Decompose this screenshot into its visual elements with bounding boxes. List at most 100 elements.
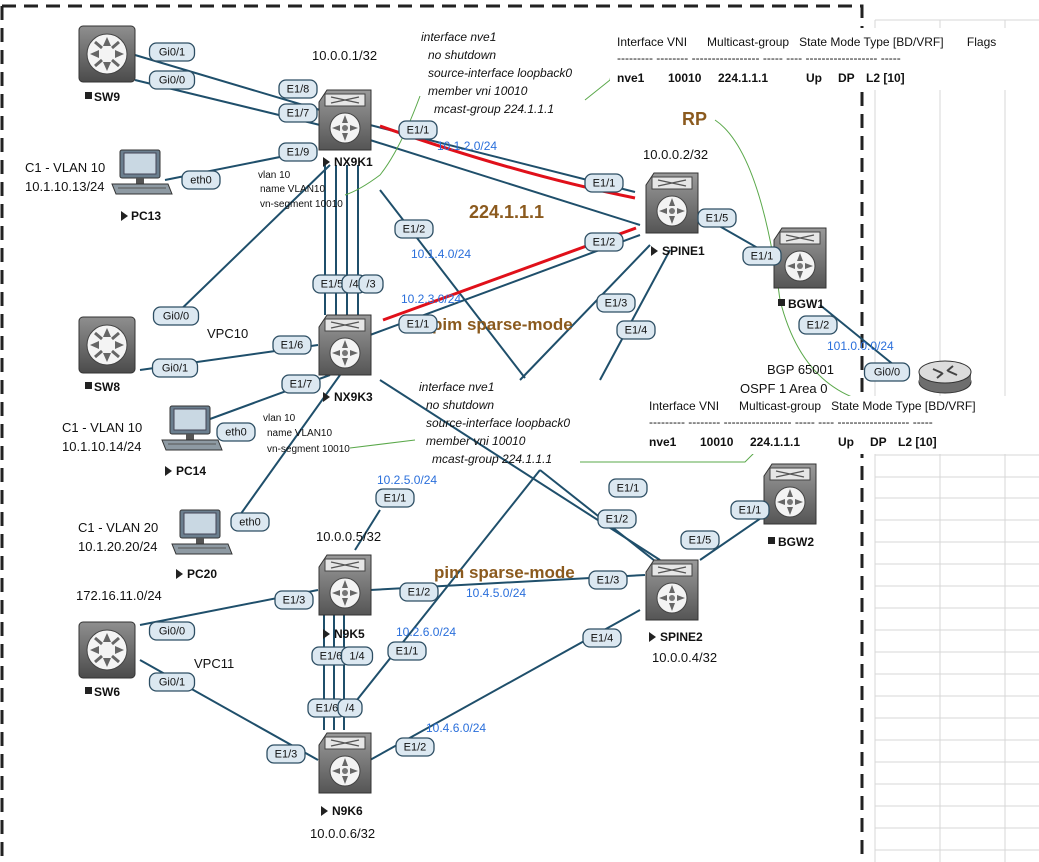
port-text: E1/2 bbox=[408, 587, 431, 599]
port-text: E1/1 bbox=[384, 493, 407, 505]
n9k6-marker bbox=[321, 806, 328, 816]
pc20-node[interactable] bbox=[171, 509, 233, 555]
port-text: E1/5 bbox=[706, 213, 729, 225]
bgw1-node[interactable] bbox=[773, 227, 827, 289]
port-label-nx9k3-e17: E1/7 bbox=[281, 374, 321, 394]
port-text: eth0 bbox=[190, 175, 211, 187]
spine2-label: SPINE2 bbox=[660, 630, 703, 644]
sw8-node[interactable] bbox=[77, 315, 137, 375]
port-text: E1/4 bbox=[591, 633, 614, 645]
nx9k3-nve-config: interface nve1 no shutdown source-interf… bbox=[419, 380, 570, 466]
port-label-sw8-gi01: Gi0/1 bbox=[151, 358, 199, 378]
port-label-rtr-gi00: Gi0/0 bbox=[863, 362, 911, 382]
port-text: E1/5 bbox=[689, 535, 712, 547]
port-label-nx9k1-e11: E1/1 bbox=[398, 120, 438, 140]
config-line: interface nve1 bbox=[419, 380, 494, 394]
nx9k3-node[interactable] bbox=[318, 314, 372, 376]
nve-table-bottom-bg bbox=[645, 396, 1039, 454]
pc13-vlan: C1 - VLAN 10 bbox=[25, 160, 105, 175]
port-text: 1/4 bbox=[349, 651, 364, 663]
nve-table-top-header: Interface VNI Multicast-group State Mode… bbox=[617, 35, 996, 49]
port-label-sw9-gi00: Gi0/0 bbox=[148, 70, 196, 90]
subnet-10-1-4: 10.1.4.0/24 bbox=[411, 247, 471, 261]
port-text: /4 bbox=[345, 703, 354, 715]
pc20-label: PC20 bbox=[187, 567, 217, 581]
port-label-spine1-e14: E1/4 bbox=[616, 320, 656, 340]
sw9-label: SW9 bbox=[94, 90, 120, 104]
subnet-10-1-2: 10.1.2.0/24 bbox=[437, 139, 497, 153]
subnet-101: 101.0.0.0/24 bbox=[827, 339, 894, 353]
port-label-spine1-e13: E1/3 bbox=[596, 293, 636, 313]
port-text: E1/2 bbox=[807, 320, 830, 332]
n9k6-node[interactable] bbox=[318, 732, 372, 794]
port-text: Gi0/0 bbox=[163, 311, 189, 323]
sw9-node[interactable] bbox=[77, 24, 137, 84]
port-label-spine1-e11: E1/1 bbox=[584, 173, 624, 193]
nve-table-top-bg bbox=[610, 28, 1039, 90]
cell: nve1 bbox=[649, 435, 677, 449]
cell: DP bbox=[870, 435, 887, 449]
nve-table-top-row: nve1 10010 224.1.1.1 Up DP L2 [10] bbox=[617, 71, 905, 85]
port-text: E1/1 bbox=[739, 505, 762, 517]
bgw2-label: BGW2 bbox=[778, 535, 814, 549]
port-text: E1/1 bbox=[407, 125, 430, 137]
cell: L2 [10] bbox=[898, 435, 937, 449]
sw6-network: 172.16.11.0/24 bbox=[76, 588, 162, 603]
nx9k3-label: NX9K3 bbox=[334, 390, 373, 404]
port-text: E1/1 bbox=[617, 483, 640, 495]
subnet-10-2-6: 10.2.6.0/24 bbox=[396, 625, 456, 639]
port-text: E1/2 bbox=[403, 224, 426, 236]
nve-table-bottom-header: Interface VNI Multicast-group State Mode… bbox=[649, 399, 976, 413]
port-label-pc13-eth0: eth0 bbox=[181, 170, 221, 190]
nve-table-bottom-row: nve1 10010 224.1.1.1 Up DP L2 [10] bbox=[649, 435, 937, 449]
nx9k1-loopback: 10.0.0.1/32 bbox=[312, 48, 377, 63]
spine2-node[interactable] bbox=[645, 559, 699, 621]
nx9k3-vlan-config: vlan 10 name VLAN10 vn-segment 10010 bbox=[263, 413, 350, 455]
pc20-vlan: C1 - VLAN 20 bbox=[78, 520, 158, 535]
pim-label-top: pim sparse-mode bbox=[432, 315, 573, 334]
sw6-label: SW6 bbox=[94, 685, 120, 699]
config-line: source-interface loopback0 bbox=[426, 416, 570, 430]
subnet-10-4-6: 10.4.6.0/24 bbox=[426, 721, 486, 735]
nx9k1-node[interactable] bbox=[318, 89, 372, 151]
cell: 224.1.1.1 bbox=[750, 435, 800, 449]
port-text: E1/4 bbox=[625, 325, 648, 337]
sw6-node[interactable] bbox=[77, 620, 137, 680]
subnet-10-4-5: 10.4.5.0/24 bbox=[466, 586, 526, 600]
pc13-ip: 10.1.10.13/24 bbox=[25, 179, 105, 194]
port-labels: Gi0/1Gi0/0E1/8E1/7E1/9eth0E1/1E1/2E1/1E1… bbox=[148, 42, 911, 764]
pc14-node[interactable] bbox=[161, 405, 223, 451]
port-text: Gi0/0 bbox=[159, 75, 185, 87]
port-text: E1/1 bbox=[396, 646, 419, 658]
port-text: E1/3 bbox=[275, 749, 298, 761]
port-label-spine2-e11: E1/1 bbox=[608, 478, 648, 498]
vlan-line: name VLAN10 bbox=[267, 428, 332, 439]
pc13-node[interactable] bbox=[111, 149, 173, 195]
nx9k1-vlan-config: vlan 10 name VLAN10 vn-segment 10010 bbox=[258, 170, 343, 210]
port-text: eth0 bbox=[225, 427, 246, 439]
config-line: interface nve1 bbox=[421, 30, 496, 44]
n9k5-node[interactable] bbox=[318, 554, 372, 616]
port-label-bgw1-e11: E1/1 bbox=[742, 246, 782, 266]
subnet-10-2-5: 10.2.5.0/24 bbox=[377, 473, 437, 487]
port-text: E1/1 bbox=[407, 319, 430, 331]
router-node[interactable] bbox=[918, 360, 972, 394]
pc14-vlan: C1 - VLAN 10 bbox=[62, 420, 142, 435]
port-label-spine2-e15: E1/5 bbox=[680, 530, 720, 550]
n9k5-marker bbox=[323, 629, 330, 639]
bgw1-marker bbox=[778, 299, 785, 306]
pc14-ip: 10.1.10.14/24 bbox=[62, 439, 142, 454]
port-text: E1/8 bbox=[287, 84, 310, 96]
port-text: Gi0/1 bbox=[159, 677, 185, 689]
port-label-nx9k1-e12: E1/2 bbox=[394, 219, 434, 239]
port-label-n9k5-e14: 1/4 bbox=[340, 646, 374, 666]
cell: 10010 bbox=[700, 435, 734, 449]
pc13-marker bbox=[121, 211, 128, 221]
port-text: E1/7 bbox=[290, 379, 313, 391]
config-line: mcast-group 224.1.1.1 bbox=[434, 102, 554, 116]
port-label-n9k6-e11: E1/1 bbox=[387, 641, 427, 661]
spine1-node[interactable] bbox=[645, 172, 699, 234]
bgw2-node[interactable] bbox=[763, 463, 817, 525]
config-line: no shutdown bbox=[426, 398, 494, 412]
